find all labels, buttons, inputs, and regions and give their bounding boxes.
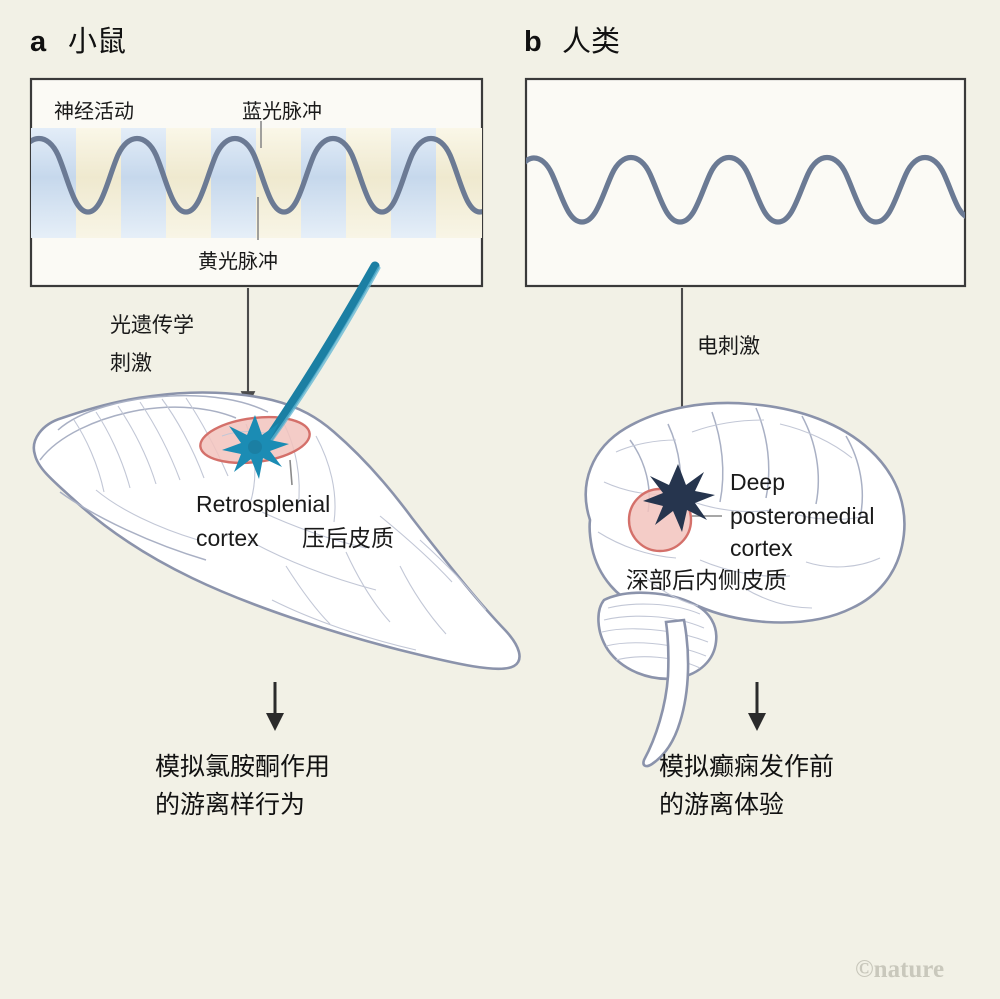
mouse-region-label-en-1: Retrosplenial xyxy=(196,491,330,517)
panel-a-flow-label-line2: 刺激 xyxy=(110,352,152,375)
panel-b-title: 人类 xyxy=(562,25,620,58)
panel-b-letter: b xyxy=(524,26,542,58)
human-stimulation-burst xyxy=(643,464,715,532)
nature-credit: ©nature xyxy=(855,956,944,983)
mouse-stimulation-burst xyxy=(222,415,289,479)
panel-b-outcome-line2: 的游离体验 xyxy=(659,791,784,819)
pulse-band-yellow xyxy=(346,128,391,238)
panel-a-outcome-line2: 的游离样行为 xyxy=(155,791,305,819)
pulse-band-blue xyxy=(391,128,436,238)
retrosplenial-leader xyxy=(289,459,293,486)
panel-a-waveform xyxy=(31,136,482,215)
mouse-region-label-en-2: cortex xyxy=(196,525,259,551)
label-blue-pulse: 蓝光脉冲 xyxy=(242,100,322,123)
panel-b-flow-label: 电刺激 xyxy=(697,335,760,358)
panel-a-title: 小鼠 xyxy=(68,25,126,58)
human-region-label-en-2: posteromedial xyxy=(730,503,874,529)
human-region-label-en-1: Deep xyxy=(730,469,785,495)
panel-b-outcome-line1: 模拟癫痫发作前 xyxy=(659,753,834,781)
panel-a-outcome-line1: 模拟氯胺酮作用 xyxy=(155,753,330,781)
pulse-band-blue xyxy=(301,128,346,238)
panel-a-letter: a xyxy=(30,26,47,58)
pulse-band-blue xyxy=(121,128,166,238)
human-region-label-en-3: cortex xyxy=(730,535,793,561)
pulse-band-yellow xyxy=(76,128,121,238)
panel-a-pulse-bands xyxy=(31,128,482,238)
label-neural-activity: 神经活动 xyxy=(54,100,134,123)
human-region-label-zh: 深部后内侧皮质 xyxy=(626,567,787,593)
optical-fiber xyxy=(261,261,381,447)
human-brain-illustration xyxy=(584,401,906,768)
panel-b-waveform xyxy=(526,155,965,225)
panel-a-flow-label-line1: 光遗传学 xyxy=(110,314,194,337)
panel-b-chart-box xyxy=(524,77,967,288)
mouse-region-label-zh: 压后皮质 xyxy=(302,525,394,551)
label-yellow-pulse: 黄光脉冲 xyxy=(198,250,278,273)
